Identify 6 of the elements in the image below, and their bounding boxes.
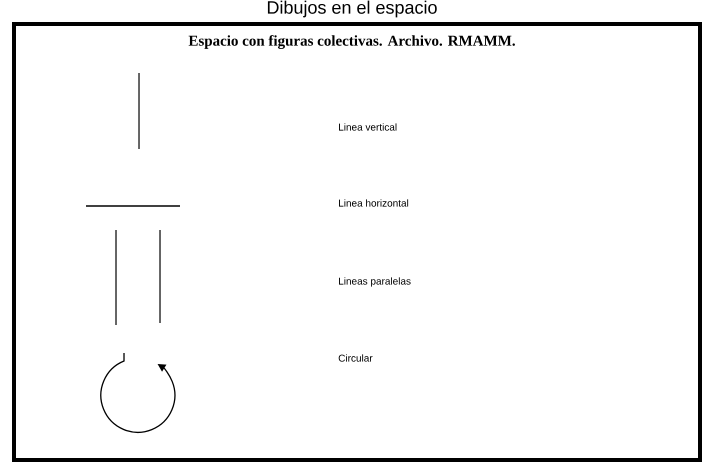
section-heading: Dibujos en el espacio bbox=[268, 0, 437, 18]
figure-label: Linea vertical bbox=[339, 123, 396, 131]
figure-label: Lineas paralelas bbox=[339, 277, 411, 287]
figure-label: Linea horizontal bbox=[339, 199, 408, 207]
figure-label: Circular bbox=[338, 354, 372, 362]
title: Espacio con figuras colectivas. Archivo. RMAMM. bbox=[188, 35, 515, 49]
